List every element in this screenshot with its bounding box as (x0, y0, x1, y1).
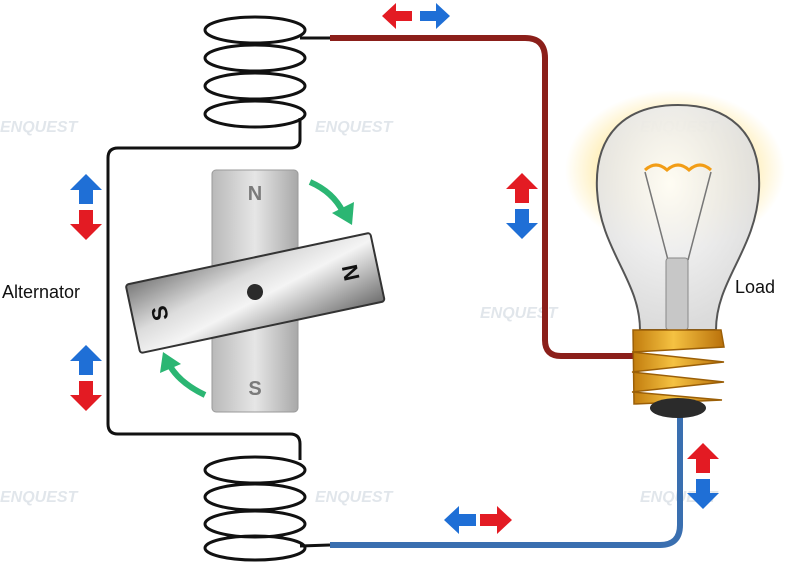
rotor-south-label: S (146, 303, 174, 323)
bulb-stem (665, 257, 689, 331)
rotor-magnet: N S (125, 232, 386, 354)
arrow-pair-left-upper (70, 174, 102, 240)
rotor-north-label: N (337, 262, 365, 283)
bulb-filament (643, 163, 713, 173)
top-wire (330, 35, 640, 359)
blue-arrow-left (444, 506, 476, 534)
load-label: Load (735, 277, 776, 297)
arrow-pair-left-lower (70, 345, 102, 411)
rotor-pivot (247, 284, 263, 300)
alternator-loop-wire (106, 139, 302, 445)
rotation-arrow-bottom (160, 352, 207, 398)
blue-arrow-down (506, 209, 538, 239)
watermark-text: ENQUEST (0, 119, 79, 136)
blue-arrow-right (420, 3, 450, 29)
red-arrow-down (70, 381, 102, 411)
arrow-pair-top (382, 3, 450, 29)
bulb-glass (595, 103, 761, 331)
arrow-pair-right-wire (506, 173, 538, 239)
watermark-text: ENQUEST (315, 119, 394, 136)
red-arrow-up (687, 443, 719, 473)
blue-arrow-down (687, 479, 719, 509)
watermark-text: ENQUEST (480, 305, 559, 322)
top-coil (203, 15, 330, 140)
bottom-coil (203, 444, 331, 562)
stator-north-label: N (248, 183, 262, 205)
red-arrow-up (506, 173, 538, 203)
watermark-text: ENQUEST (0, 489, 79, 506)
light-bulb (565, 90, 785, 418)
arrow-pair-bulb-wire (687, 443, 719, 509)
bulb-contact (650, 398, 706, 418)
blue-arrow-up (70, 174, 102, 204)
bottom-wire (330, 415, 683, 548)
stator-south-label: S (248, 378, 261, 400)
rotation-arrow-top (308, 179, 354, 225)
alternator-label: Alternator (2, 282, 81, 302)
blue-arrow-up (70, 345, 102, 375)
red-arrow-left (382, 3, 412, 29)
bulb-screw-base (631, 329, 725, 405)
watermark-text: ENQUEST (315, 489, 394, 506)
arrow-pair-bottom (444, 506, 512, 534)
red-arrow-right (480, 506, 512, 534)
red-arrow-down (70, 210, 102, 240)
